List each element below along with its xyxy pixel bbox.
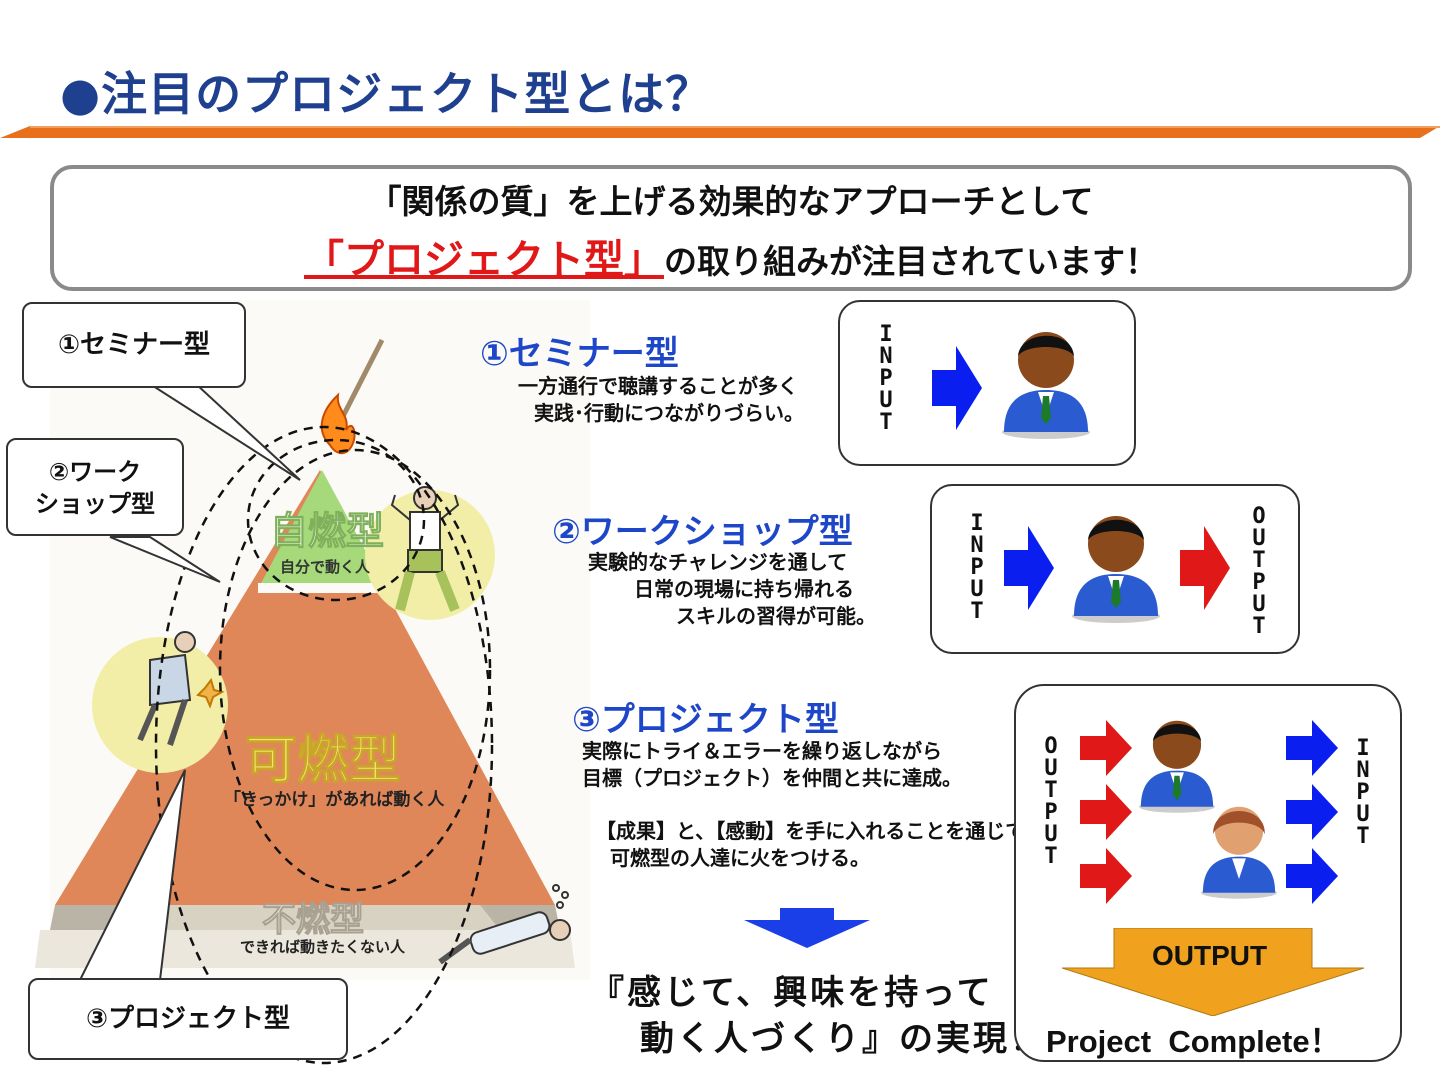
pyramid-diagram	[35, 300, 590, 1065]
figure-top-person	[390, 486, 460, 612]
match-flame-icon	[320, 392, 356, 455]
section-project-desc-1: 実際にトライ＆エラーを繰り返しながら	[582, 739, 942, 763]
section-project-desc-2: 目標（プロジェクト）を仲間と共に達成。	[582, 766, 962, 790]
person-icon	[1201, 806, 1277, 899]
banner-line-2-rest: の取り組みが注目されています！	[663, 242, 1158, 281]
vertical-output-text: O U T P U T	[1044, 734, 1058, 869]
pyramid-top-sub: 自分で動く人	[280, 558, 371, 576]
banner-line-1: 「関係の質」を上げる効果的なアプローチとして	[368, 182, 1094, 221]
pyramid-mid-title: 可燃型	[244, 731, 402, 792]
blue-arrow-icon	[932, 346, 982, 430]
pyramid-top-triangle	[260, 470, 384, 585]
section-workshop-desc-2: 日常の現場に持ち帰れる	[634, 577, 854, 601]
figure-left-person	[137, 631, 225, 746]
vertical-input-text: I N P U T	[970, 511, 984, 624]
callout-project: ③プロジェクト型	[28, 978, 348, 1060]
pyramid-bottom-title: 不燃型	[262, 900, 365, 941]
section-project-desc-4: 可燃型の人達に火をつける。	[610, 846, 870, 870]
title-underline	[0, 126, 1440, 138]
ellipse-workshop	[218, 448, 492, 892]
pyramid-top-title: 自燃型	[269, 509, 385, 554]
callout-workshop-line-2: ショップ型	[35, 490, 155, 518]
section-seminar-desc-2: 実践･行動につながりづらい。	[534, 401, 804, 425]
blue-arrow-icon	[1286, 720, 1338, 904]
person-icon	[1072, 516, 1160, 623]
project-complete-text: Project Complete！	[1046, 1024, 1341, 1059]
vertical-input-text: I N P U T	[1356, 736, 1370, 849]
ellipse-project	[154, 425, 494, 1065]
slogan-line-2: 動く人づくり』の実現！	[640, 1019, 1047, 1059]
section-seminar-desc-1: 一方通行で聴講することが多く	[518, 374, 798, 398]
blue-arrow-icon	[1004, 526, 1054, 610]
vertical-input-text: I N P U T	[879, 322, 893, 435]
banner-highlight: 「プロジェクト型」	[303, 237, 664, 283]
card-project-output-label: O U T P U T	[1040, 736, 1062, 868]
output-arrow	[1062, 928, 1364, 1016]
person-icon	[1139, 720, 1215, 813]
vertical-output-text: O U T P U T	[1252, 504, 1266, 639]
section-workshop-desc-1: 実験的なチャレンジを通して	[588, 550, 848, 574]
slogan-line-1: 『感じて、興味を持って	[590, 973, 994, 1013]
person-icon	[1002, 332, 1090, 439]
headline-banner: 「関係の質」を上げる効果的なアプローチとして 「プロジェクト型」の取り組みが注目…	[50, 165, 1412, 291]
pyramid-mid-sub: 「きっかけ」があれば動く人	[224, 790, 445, 810]
red-arrow-icon	[1080, 720, 1132, 904]
card-seminar	[838, 300, 1136, 466]
highlight-circle-left	[92, 637, 228, 773]
section-workshop-title: ②ワークショップ型	[552, 512, 853, 552]
page-title: ●注目のプロジェクト型とは？	[60, 58, 712, 124]
down-arrow-icon	[744, 908, 870, 948]
banner-line-2: 「プロジェクト型」の取り組みが注目されています！	[54, 227, 1408, 285]
pyramid-bottom-sub: できれば動きたくない人	[240, 938, 406, 956]
card-workshop-input-label: I N P U T	[966, 513, 988, 623]
match-stick	[334, 338, 385, 430]
title-text: 注目のプロジェクト型とは？	[101, 67, 713, 121]
callout-workshop: ②ワーク ショップ型	[6, 438, 184, 536]
callout-workshop-line-1: ②ワーク	[48, 458, 142, 486]
card-workshop-output-label: O U T P U T	[1248, 506, 1270, 638]
section-project-title: ③プロジェクト型	[572, 700, 839, 740]
title-bullet: ●	[60, 67, 102, 121]
card-seminar-input-label: I N P U T	[875, 324, 897, 434]
section-workshop-desc-3: スキルの習得が可能。	[676, 604, 876, 628]
ellipse-seminar	[246, 438, 426, 602]
callout-seminar: ①セミナー型	[22, 302, 246, 388]
section-project-desc-3: 【成果】と、【感動】を手に入れることを通じて	[596, 819, 1026, 843]
section-seminar-title: ①セミナー型	[480, 334, 679, 374]
output-arrow-label: OUTPUT	[1152, 940, 1268, 971]
figure-lying-person	[438, 884, 571, 965]
card-project-input-label: I N P U T	[1352, 738, 1374, 848]
red-arrow-icon	[1180, 526, 1230, 610]
slogan: 『感じて、興味を持って 動く人づくり』の実現！	[590, 970, 1047, 1062]
